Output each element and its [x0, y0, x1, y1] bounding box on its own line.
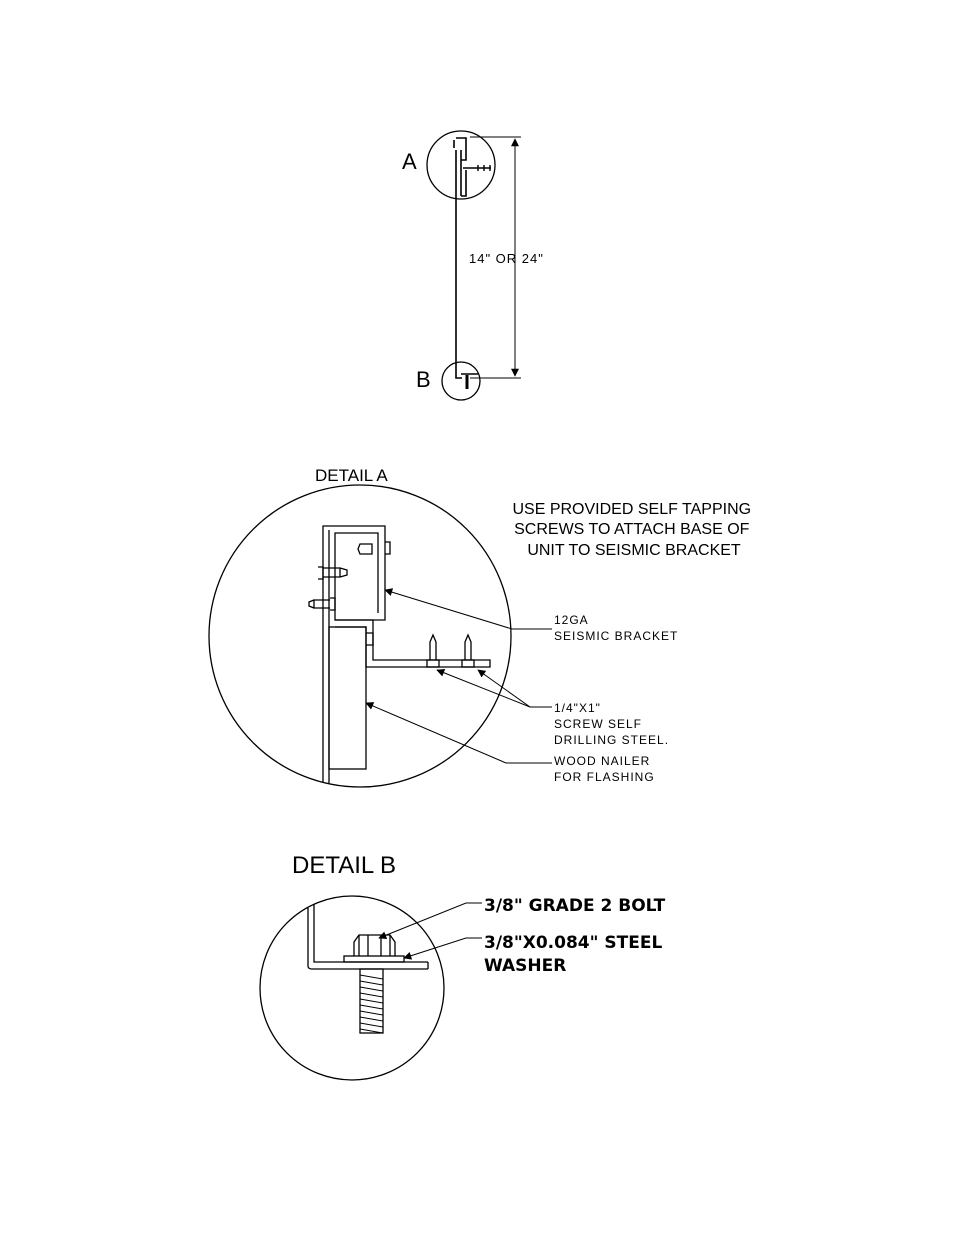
bolt-assembly [308, 904, 428, 1033]
detail-b-title: DETAIL B [292, 852, 396, 879]
callout-wood-nailer: WOOD NAILER FOR FLASHING [554, 754, 655, 784]
detail-a-marker-label: A [402, 149, 417, 174]
detail-b-marker-circle [442, 362, 480, 400]
detail-a-title: DETAIL A [315, 466, 388, 485]
detail-b-marker-label: B [416, 367, 431, 392]
callout-grade-2-bolt: 3/8" GRADE 2 BOLT [484, 896, 666, 916]
height-dimension: 14" OR 24" [469, 137, 544, 378]
overview-elevation: A B 14" OR 24" [402, 131, 544, 400]
detail-a: DETAIL A USE PROVIDED SELF TAPPING SCREW… [209, 466, 756, 787]
detail-a-circle [209, 485, 511, 787]
detail-b: DETAIL B 3/8" GRADE 2 BOLT 3/8"X0.084" S… [260, 852, 668, 1080]
height-dimension-label: 14" OR 24" [469, 251, 544, 266]
detail-a-leaders [366, 590, 552, 763]
detail-b-circle [260, 896, 444, 1080]
callout-steel-washer: 3/8"X0.084" STEEL WASHER [484, 933, 668, 976]
callout-self-drilling-screw: 1/4"X1" SCREW SELF DRILLING STEEL. [554, 701, 669, 747]
callout-seismic-bracket: 12GA SEISMIC BRACKET [554, 613, 678, 643]
detail-a-note: USE PROVIDED SELF TAPPING SCREWS TO ATTA… [512, 501, 755, 559]
